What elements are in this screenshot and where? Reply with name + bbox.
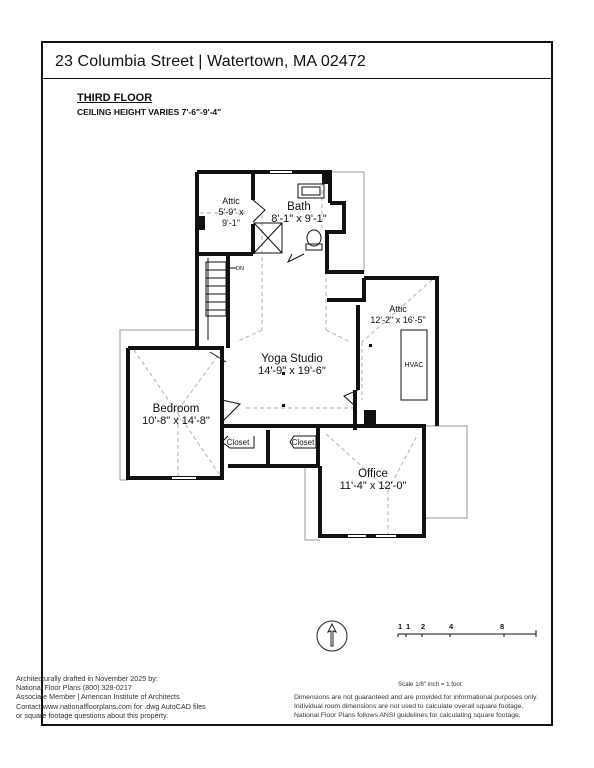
stair-down-label: DN bbox=[236, 266, 244, 272]
attic-large-name: Attic bbox=[389, 304, 407, 314]
scale-caption: Scale 1/8" inch = 1 foot bbox=[398, 681, 462, 688]
header-divider bbox=[43, 78, 551, 79]
closet-1-label: Closet bbox=[227, 438, 250, 447]
yoga-dim: 14'-9" x 19'-6" bbox=[258, 365, 326, 377]
disclaimer-line: National Floor Plans follows ANSI guidel… bbox=[294, 712, 521, 720]
wall-fills bbox=[197, 172, 376, 428]
disclaimer: Dimensions are not guaranteed and are pr… bbox=[294, 693, 538, 721]
credit-line: Architecturally drafted in November 2025… bbox=[16, 674, 158, 683]
attic-small-dim1: 5'-9" x bbox=[219, 207, 244, 217]
property-address: 23 Columbia Street | Watertown, MA 02472 bbox=[55, 53, 366, 70]
ceiling-height-note: CEILING HEIGHT VARIES 7'-6"-9'-4" bbox=[77, 107, 222, 117]
attic-large-dim: 12'-2" x 16'-5" bbox=[370, 315, 425, 325]
floor-title: THIRD FLOOR bbox=[77, 92, 153, 104]
scale-tick-1: 1 bbox=[398, 622, 403, 631]
credit-line: National Floor Plans (800) 328-0217 bbox=[16, 683, 132, 693]
disclaimer-line: Individual room dimensions are not used … bbox=[294, 703, 524, 711]
floor-plan-sheet: 23 Columbia Street | Watertown, MA 02472 bbox=[41, 41, 553, 726]
scale-tick-4: 4 bbox=[449, 622, 454, 631]
bedroom-name: Bedroom bbox=[153, 403, 200, 415]
scale-tick-2: 2 bbox=[421, 622, 426, 631]
interior-lines bbox=[172, 171, 428, 537]
office-dim: 11'-4" x 12'-0" bbox=[340, 480, 407, 492]
scale-tick-8: 8 bbox=[500, 622, 505, 631]
north-arrow-icon bbox=[316, 620, 348, 652]
closet-2-label: Closet bbox=[292, 438, 315, 447]
credit-line: Contact www.nationalfloorplans.com for .… bbox=[16, 701, 206, 711]
hvac-label: HVAC bbox=[405, 362, 424, 369]
scale-bar bbox=[397, 630, 537, 637]
credit-line: or square footage questions about this p… bbox=[16, 710, 169, 720]
disclaimer-line: Dimensions are not guaranteed and are pr… bbox=[294, 694, 538, 701]
yoga-name: Yoga Studio bbox=[261, 353, 323, 365]
ceiling-slope-lines bbox=[133, 183, 433, 534]
eave-outlines bbox=[119, 171, 468, 541]
bath-dim: 8'-1" x 9'-1" bbox=[271, 213, 327, 225]
attic-small-dim2: 9'-1" bbox=[222, 218, 240, 228]
bath-name: Bath bbox=[287, 201, 311, 213]
office-name: Office bbox=[358, 468, 388, 480]
attic-small-name: Attic bbox=[222, 196, 240, 206]
credit-line: Associate Member | American Institute of… bbox=[16, 692, 180, 702]
drafting-credits: Architecturally drafted in November 2025… bbox=[16, 674, 206, 720]
scale-tick-1b: 1 bbox=[406, 622, 411, 631]
bedroom-dim: 10'-8" x 14'-8" bbox=[142, 415, 210, 427]
